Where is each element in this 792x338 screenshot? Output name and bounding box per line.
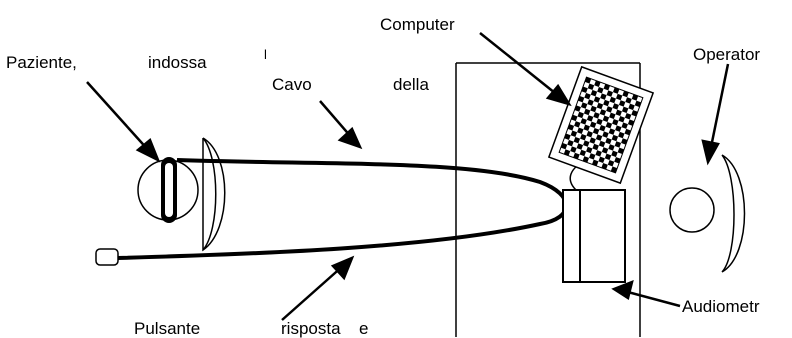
computer-icon [547,65,655,185]
label-operator: Operator [693,45,761,64]
label-patient-3: l [264,47,267,62]
arrow-patient-head [135,137,161,163]
arrow-button-head [330,255,355,281]
label-patient-2: indossa [148,53,207,72]
headphone-band-inner [165,163,173,217]
operator-figure [669,154,746,273]
label-audiometer: Audiometr [682,297,760,316]
arrow-computer-head [545,83,572,107]
patient-screen-shape [202,137,226,252]
label-button-2: risposta [281,319,341,338]
label-button-1: Pulsante [134,319,201,338]
patient-figure [137,137,226,252]
arrow-computer [479,32,561,98]
label-cable-2: della [393,75,429,94]
response-button [95,248,119,266]
arrow-cable-head [337,126,363,150]
arrow-operator-head [701,139,720,166]
label-cable-1: Cavo [272,75,312,94]
arrow-audiometer [623,289,681,308]
label-patient-1: Paziente, [6,53,77,72]
arrow-button [281,264,345,321]
arrow-operator [708,63,730,153]
label-computer: Computer [380,15,455,34]
arrow-patient [86,81,151,153]
audiometer-device [562,189,626,283]
arrow-audiometer-head [611,279,634,300]
operator-head [669,187,715,233]
label-arrows [86,32,730,321]
operator-screen-shape [721,154,746,273]
arrow-cable [319,100,353,139]
label-button-3: e [359,319,369,338]
